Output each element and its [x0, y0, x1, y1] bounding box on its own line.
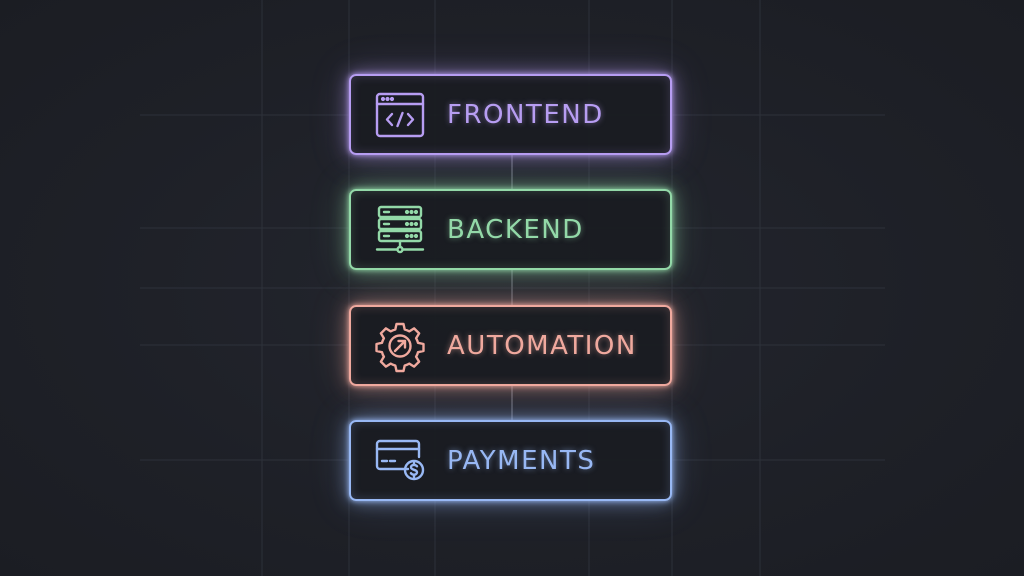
code-window-icon [373, 91, 427, 139]
connector-line-2 [511, 270, 513, 306]
connector-line-1 [511, 155, 513, 190]
card-dollar-icon [373, 437, 427, 485]
gear-arrow-icon [373, 322, 427, 372]
layer-label-payments: PAYMENTS [447, 445, 596, 476]
layer-card-frontend: FRONTEND [349, 74, 672, 155]
layer-card-automation: AUTOMATION [349, 305, 672, 386]
layer-card-payments: PAYMENTS [349, 420, 672, 501]
layer-label-backend: BACKEND [447, 214, 584, 245]
layer-label-automation: AUTOMATION [447, 330, 637, 361]
layer-card-backend: BACKEND [349, 189, 672, 270]
layer-label-frontend: FRONTEND [447, 99, 604, 130]
connector-line-3 [511, 386, 513, 422]
server-icon [373, 205, 427, 254]
